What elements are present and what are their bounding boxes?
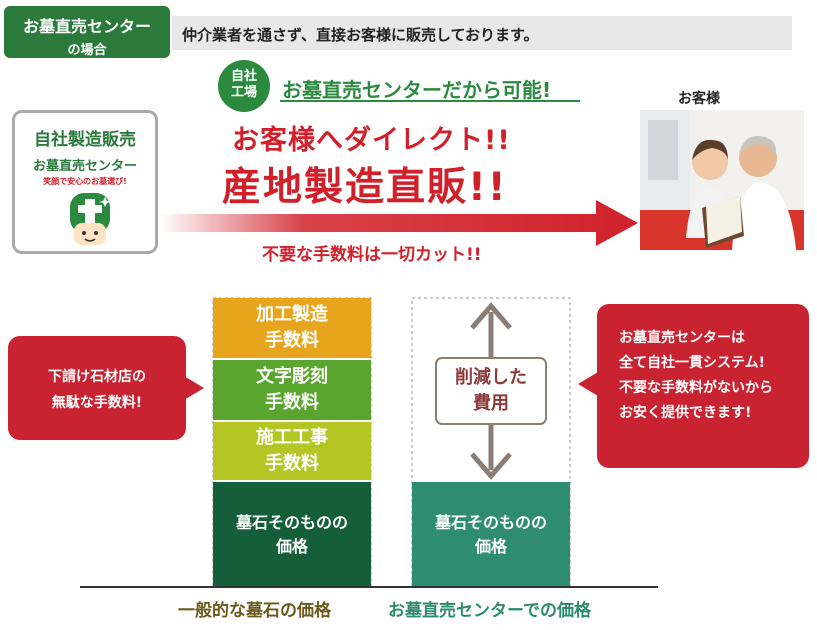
customer-photo <box>640 110 804 250</box>
header-badge-line2: の場合 <box>67 43 107 58</box>
segment-stone-price-right <box>412 482 570 587</box>
right-stack-frame <box>411 297 571 588</box>
company-logo: 自社製造販売 お墓直売センター 笑顔で安心のお墓選び! <box>12 110 158 254</box>
reduction-label-box <box>435 357 547 425</box>
segment-construction-fee <box>213 422 371 480</box>
segment-text: 墓石そのものの <box>235 512 348 532</box>
callout-line: 無駄な手数料! <box>51 395 143 411</box>
reduction-text: 削減した <box>455 367 527 388</box>
segment-text: 手数料 <box>265 392 319 413</box>
headline-cut-fees: 不要な手数料は一切カット!! <box>262 245 482 265</box>
price-comparison <box>212 297 571 588</box>
label-center-price: お墓直売センターでの価格 <box>388 601 591 621</box>
segment-text: 文字彫刻 <box>256 366 328 387</box>
headline-underline <box>280 100 580 102</box>
header-bar <box>172 16 792 50</box>
segment-text: 手数料 <box>265 453 319 474</box>
segment-stone-price-left-label: 墓石そのものの 価格 <box>213 482 371 587</box>
headline-possible: お墓直売センターだから可能! <box>282 78 552 102</box>
header-tagline: 仲介業者を通さず、直接お客様に販売しております。 <box>182 26 539 44</box>
own-factory-badge-line2: 工場 <box>230 85 257 100</box>
logo-line1: 自社製造販売 <box>34 130 136 150</box>
baseline <box>80 586 658 588</box>
header-badge: お墓直売センター の場合 <box>4 6 170 58</box>
headline-factory-direct: 産地製造直販!! <box>222 165 508 210</box>
reduction-text: 費用 <box>473 393 509 414</box>
segment-text: 価格 <box>474 536 507 556</box>
label-general-price: 一般的な墓石の価格 <box>178 601 331 621</box>
segment-text: 手数料 <box>265 330 319 351</box>
segment-stone-price-left <box>213 482 371 587</box>
segment-text: 価格 <box>275 536 308 556</box>
callout-line: お墓直売センターは <box>619 330 745 346</box>
segment-processing-fee <box>213 298 371 358</box>
callout-line: お安く提供できます! <box>619 405 752 421</box>
segment-text: 墓石そのものの <box>434 512 547 532</box>
callout-left-pointer <box>184 376 204 400</box>
direct-arrow-icon <box>160 200 638 246</box>
logo-line3: 笑顔で安心のお墓選び! <box>43 177 127 186</box>
callout-wasted-fees: 下請け石材店の 無駄な手数料! <box>8 336 186 440</box>
customer-label: お客様 <box>678 91 720 107</box>
header-badge-line1: お墓直売センター <box>22 17 151 36</box>
segment-processing-fee-label: 加工製造 手数料 <box>213 298 371 358</box>
segment-engraving-fee-label: 文字彫刻 手数料 <box>213 360 371 420</box>
segment-engraving-fee <box>213 360 371 420</box>
callout-line: 不要な手数料がないから <box>619 380 773 396</box>
segment-text: 施工工事 <box>256 427 328 448</box>
segment-stone-price-right-label: 墓石そのものの 価格 <box>412 482 570 587</box>
own-factory-badge-line1: 自社 <box>230 69 257 84</box>
mascot-icon <box>70 193 111 245</box>
callout-right-pointer <box>578 372 598 396</box>
segment-text: 加工製造 <box>256 304 328 325</box>
headline-direct: お客様へダイレクト!! <box>232 125 511 156</box>
callout-in-house-system: お墓直売センターは 全て自社一貫システム! 不要な手数料がないから お安く提供で… <box>597 304 809 468</box>
callout-line: 下請け石材店の <box>48 369 146 385</box>
segment-construction-fee-label: 施工工事 手数料 <box>213 422 371 480</box>
own-factory-badge: 自社 工場 <box>218 60 270 112</box>
reduction-label: 削減した 費用 <box>436 358 546 424</box>
callout-line: 全て自社一貫システム! <box>619 355 765 371</box>
logo-line2: お墓直売センター <box>32 159 137 174</box>
